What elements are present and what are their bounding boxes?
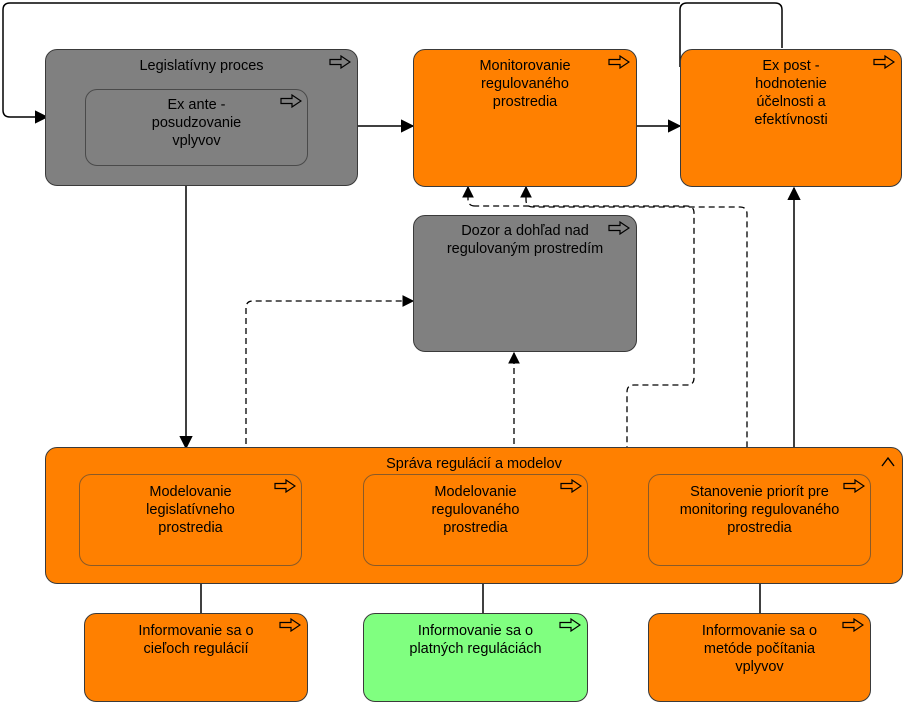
process-arrow-icon (274, 479, 296, 493)
node-label: Monitorovanie regulovaného prostredia (479, 58, 571, 110)
connector-feedback-loop (679, 2, 783, 67)
node-modelovanie-regulovaneho[interactable]: Modelovanie regulovaného prostredia (363, 474, 588, 566)
process-arrow-icon (560, 479, 582, 493)
collapse-chevron-icon[interactable] (880, 454, 896, 468)
process-arrow-icon (559, 618, 581, 632)
connector-monitorovanie-priority (520, 185, 753, 472)
process-arrow-icon (843, 479, 865, 493)
process-arrow-icon (873, 55, 895, 69)
node-label: Informovanie sa o platných reguláciách (409, 623, 542, 657)
node-label: Správa regulácií a modelov (386, 456, 562, 472)
process-arrow-icon (842, 618, 864, 632)
connector-modelleg-dozor (245, 295, 415, 474)
connector-loop-left (2, 2, 680, 124)
process-arrow-icon (329, 55, 351, 69)
node-dozor[interactable]: Dozor a dohľad nad regulovaným prostredí… (413, 215, 637, 352)
connector-dashed-up-left (462, 185, 476, 207)
node-stanovenie-priorit[interactable]: Stanovenie priorít pre monitoring regulo… (648, 474, 871, 566)
node-info-metody[interactable]: Informovanie sa o metóde počítania vplyv… (648, 613, 871, 702)
node-modelovanie-legislativneho[interactable]: Modelovanie legislatívneho prostredia (79, 474, 302, 566)
process-arrow-icon (279, 618, 301, 632)
node-ex-ante[interactable]: Ex ante - posudzovanie vplyvov (85, 89, 308, 166)
node-label: Modelovanie regulovaného prostredia (431, 484, 520, 536)
process-arrow-icon (608, 221, 630, 235)
node-label: Modelovanie legislatívneho prostredia (146, 484, 235, 536)
process-arrow-icon (280, 94, 302, 108)
process-arrow-icon (608, 55, 630, 69)
node-label: Informovanie sa o metóde počítania vplyv… (701, 623, 818, 675)
node-info-platne[interactable]: Informovanie sa o platných reguláciách (363, 613, 588, 702)
node-monitorovanie[interactable]: Monitorovanie regulovaného prostredia (413, 49, 637, 187)
node-label: Stanovenie priorít pre monitoring regulo… (679, 484, 840, 536)
node-label: Dozor a dohľad nad regulovaným prostredí… (446, 223, 604, 257)
node-info-ciele[interactable]: Informovanie sa o cieľoch regulácií (84, 613, 308, 702)
node-label: Ex ante - posudzovanie vplyvov (151, 97, 242, 149)
node-label: Legislatívny proces (139, 58, 264, 74)
node-label: Informovanie sa o cieľoch regulácií (138, 623, 254, 657)
node-ex-post[interactable]: Ex post - hodnotenie účelnosti a efektív… (680, 49, 902, 187)
node-label: Ex post - hodnotenie účelnosti a efektív… (754, 58, 828, 128)
